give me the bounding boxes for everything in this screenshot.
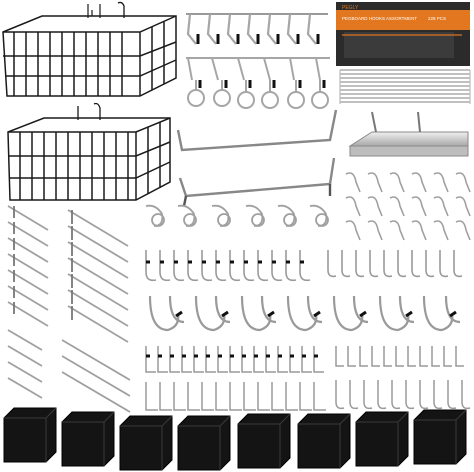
small-l-hooks — [145, 346, 471, 411]
bin-3 — [119, 415, 173, 471]
large-curved-hooks — [148, 295, 461, 332]
product-package-box: PEGLY PEGBOARD HOOKS ASSORTMENT 228 PCS — [336, 2, 470, 66]
bin-1 — [3, 407, 57, 463]
ring-hook-strip — [186, 57, 330, 109]
bar-hooks — [176, 109, 338, 207]
small-hooks-cluster — [345, 172, 471, 241]
bin-6 — [297, 413, 351, 469]
long-peg-hooks — [7, 205, 131, 413]
bin-5 — [237, 413, 291, 469]
j-hooks-rows — [145, 250, 463, 282]
spring-clips — [339, 69, 471, 104]
package-brand: PEGLY — [342, 5, 359, 11]
wire-basket-large — [2, 1, 177, 97]
wire-basket-medium — [7, 102, 171, 201]
curved-ring-hooks — [145, 204, 329, 227]
hook-strip-top — [186, 13, 328, 45]
bin-2 — [61, 411, 115, 467]
package-title: PEGBOARD HOOKS ASSORTMENT — [342, 16, 417, 21]
metal-shelf — [348, 111, 469, 157]
package-count: 228 PCS — [428, 16, 446, 21]
bin-4 — [177, 415, 231, 471]
bin-8 — [413, 409, 467, 465]
bin-7 — [355, 411, 409, 467]
pegboard-bins — [3, 407, 467, 471]
